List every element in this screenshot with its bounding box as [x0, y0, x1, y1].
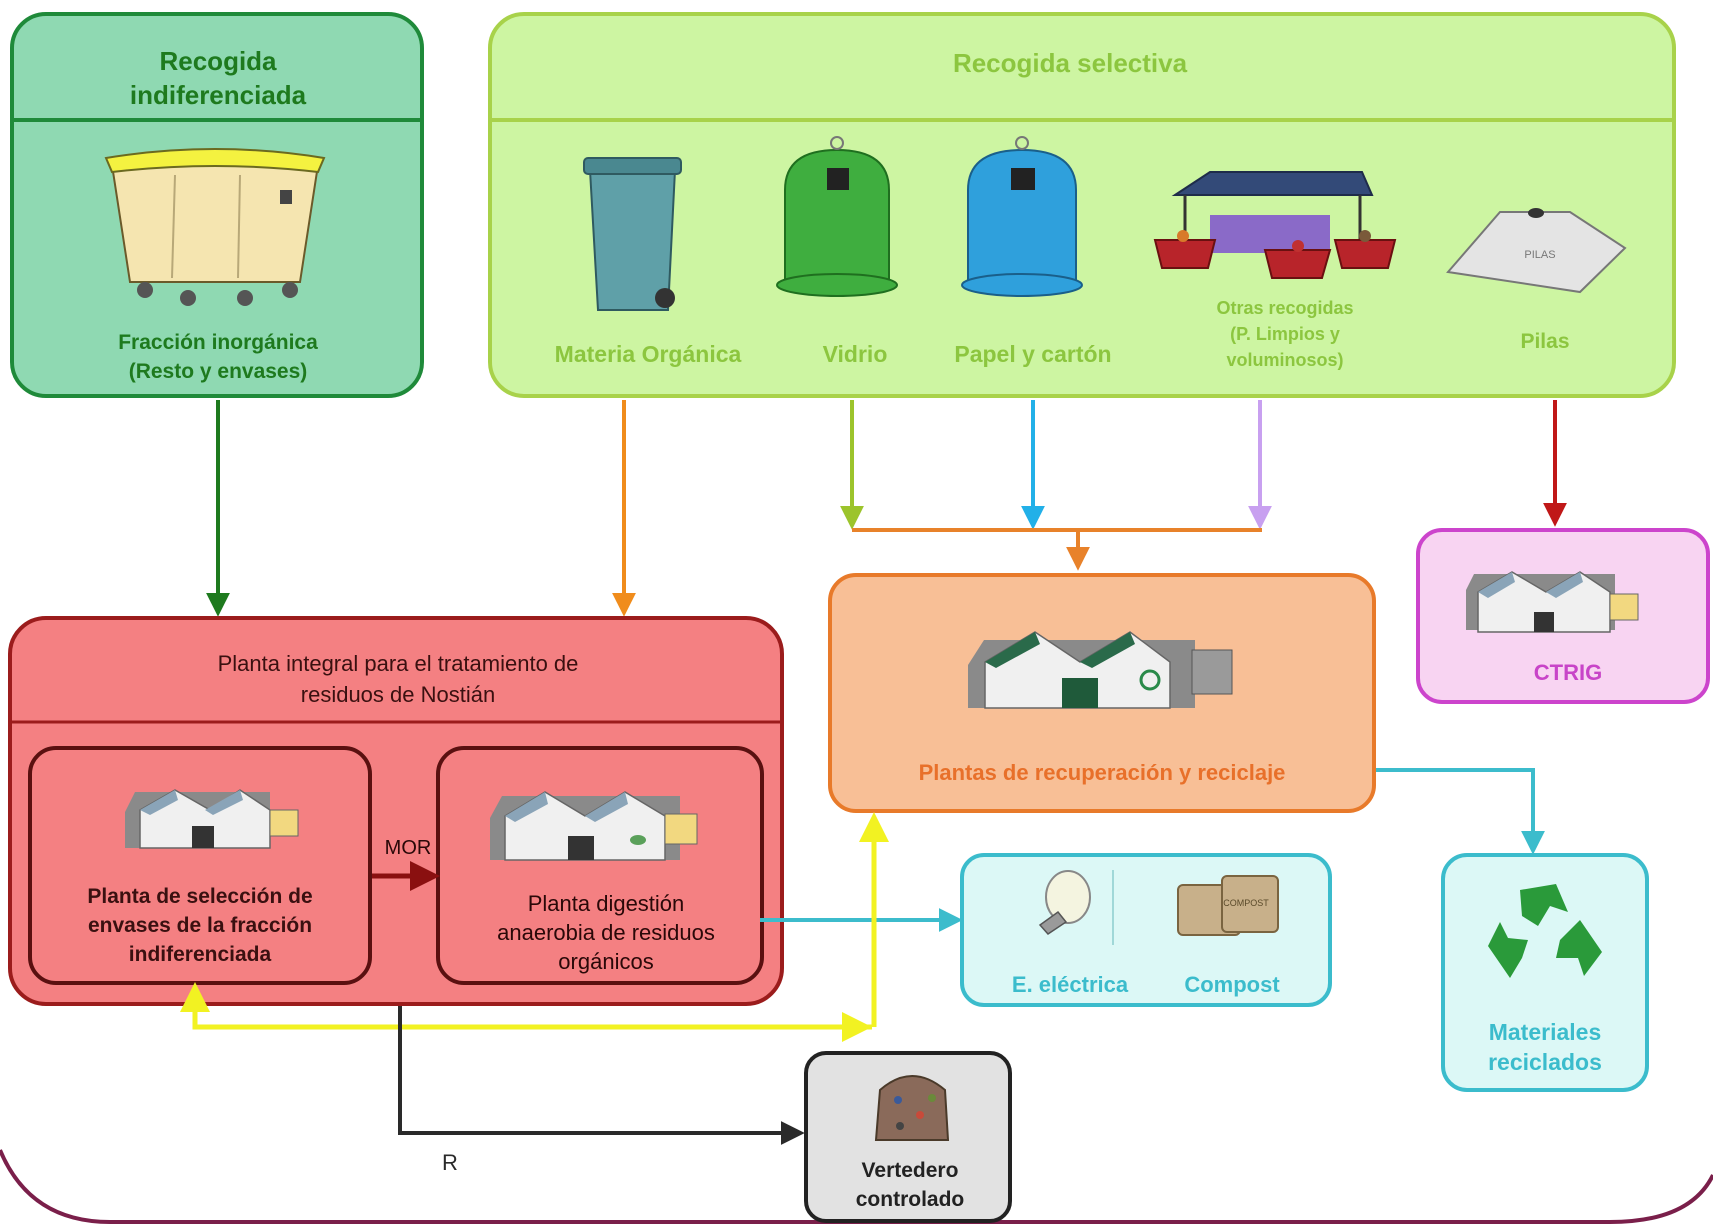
- r-label: R: [442, 1150, 458, 1175]
- indiferenciada-title-line2: indiferenciada: [130, 80, 307, 110]
- nostian-title-line1: Planta integral para el tratamiento de: [218, 651, 579, 676]
- mor-label: MOR: [385, 837, 432, 859]
- glass-igloo-icon: [776, 136, 898, 297]
- indiferenciada-box: Recogida indiferenciada Fracción inorgán…: [10, 12, 424, 398]
- seleccion-label-line2: envases de la fracción: [88, 914, 312, 937]
- nostian-title-line2: residuos de Nostián: [301, 682, 495, 707]
- vertedero-label-line2: controlado: [856, 1188, 965, 1211]
- waste-container-icon: [104, 148, 326, 306]
- selectiva-box: Recogida selectiva: [488, 12, 1676, 398]
- digestion-factory-icon: [490, 791, 698, 861]
- vertedero-label-line1: Vertedero: [862, 1159, 959, 1182]
- vertedero-box: Vertedero controlado: [804, 1051, 1012, 1223]
- arrow-r-to-vertedero: [398, 1006, 805, 1145]
- digestion-plant-box: [436, 746, 764, 985]
- light-bulb-icon: [1038, 870, 1091, 935]
- selectiva-item-otras-line1: Otras recogidas: [1216, 298, 1353, 318]
- battery-container-label: PILAS: [1524, 249, 1555, 261]
- outer-boundary-curve: [0, 1149, 1713, 1224]
- ctrig-factory-icon: [1466, 571, 1639, 633]
- landfill-icon: [874, 1075, 950, 1141]
- indiferenciada-caption-line1: Fracción inorgánica: [118, 331, 318, 354]
- nostian-box: Planta integral para el tratamiento de r…: [8, 616, 784, 1006]
- materiales-label-line1: Materiales: [1489, 1019, 1602, 1045]
- compost-label: Compost: [1184, 972, 1280, 997]
- digestion-label-line1: Planta digestión: [528, 891, 685, 916]
- indiferenciada-title-line1: Recogida: [159, 46, 277, 76]
- energia-compost-box: COMPOST E. eléctrica Compost: [960, 853, 1332, 1007]
- selectiva-item-otras-line2: (P. Limpios y: [1230, 324, 1340, 344]
- seleccion-label-line1: Planta de selección de: [87, 885, 312, 908]
- indiferenciada-caption-line2: (Resto y envases): [129, 360, 308, 383]
- selectiva-item-vidrio: Vidrio: [823, 341, 888, 367]
- organic-bin-icon: [583, 157, 682, 311]
- market-stall-icon: [1153, 171, 1397, 279]
- digestion-label-line3: orgánicos: [558, 949, 653, 974]
- compost-sack-label: COMPOST: [1223, 898, 1269, 908]
- selectiva-item-otras-line3: voluminosos): [1226, 350, 1343, 370]
- ctrig-box: CTRIG: [1416, 528, 1710, 704]
- battery-container-icon: PILAS: [1446, 208, 1627, 294]
- selectiva-item-pilas: Pilas: [1520, 330, 1569, 353]
- recuperacion-caption: Plantas de recuperación y reciclaje: [919, 760, 1286, 785]
- selectiva-title: Recogida selectiva: [953, 48, 1188, 78]
- selectiva-item-papel: Papel y cartón: [954, 341, 1111, 367]
- digestion-label-line2: anaerobia de residuos: [497, 920, 715, 945]
- recuperacion-box: Plantas de recuperación y reciclaje: [828, 573, 1376, 813]
- selectiva-item-organica: Materia Orgánica: [555, 341, 742, 367]
- ctrig-caption: CTRIG: [1534, 660, 1602, 685]
- materiales-label-line2: reciclados: [1488, 1049, 1602, 1075]
- recuperacion-factory-icon: [968, 631, 1233, 709]
- arrow-recuperacion-to-materiales: [1376, 768, 1545, 855]
- energia-electrica-label: E. eléctrica: [1012, 972, 1129, 997]
- recycle-icon: [1488, 884, 1602, 978]
- paper-igloo-icon: [961, 136, 1083, 297]
- seleccion-factory-icon: [125, 789, 299, 849]
- compost-sacks-icon: COMPOST: [1177, 875, 1279, 936]
- seleccion-label-line3: indiferenciada: [129, 943, 272, 966]
- materiales-box: Materiales reciclados: [1441, 853, 1649, 1092]
